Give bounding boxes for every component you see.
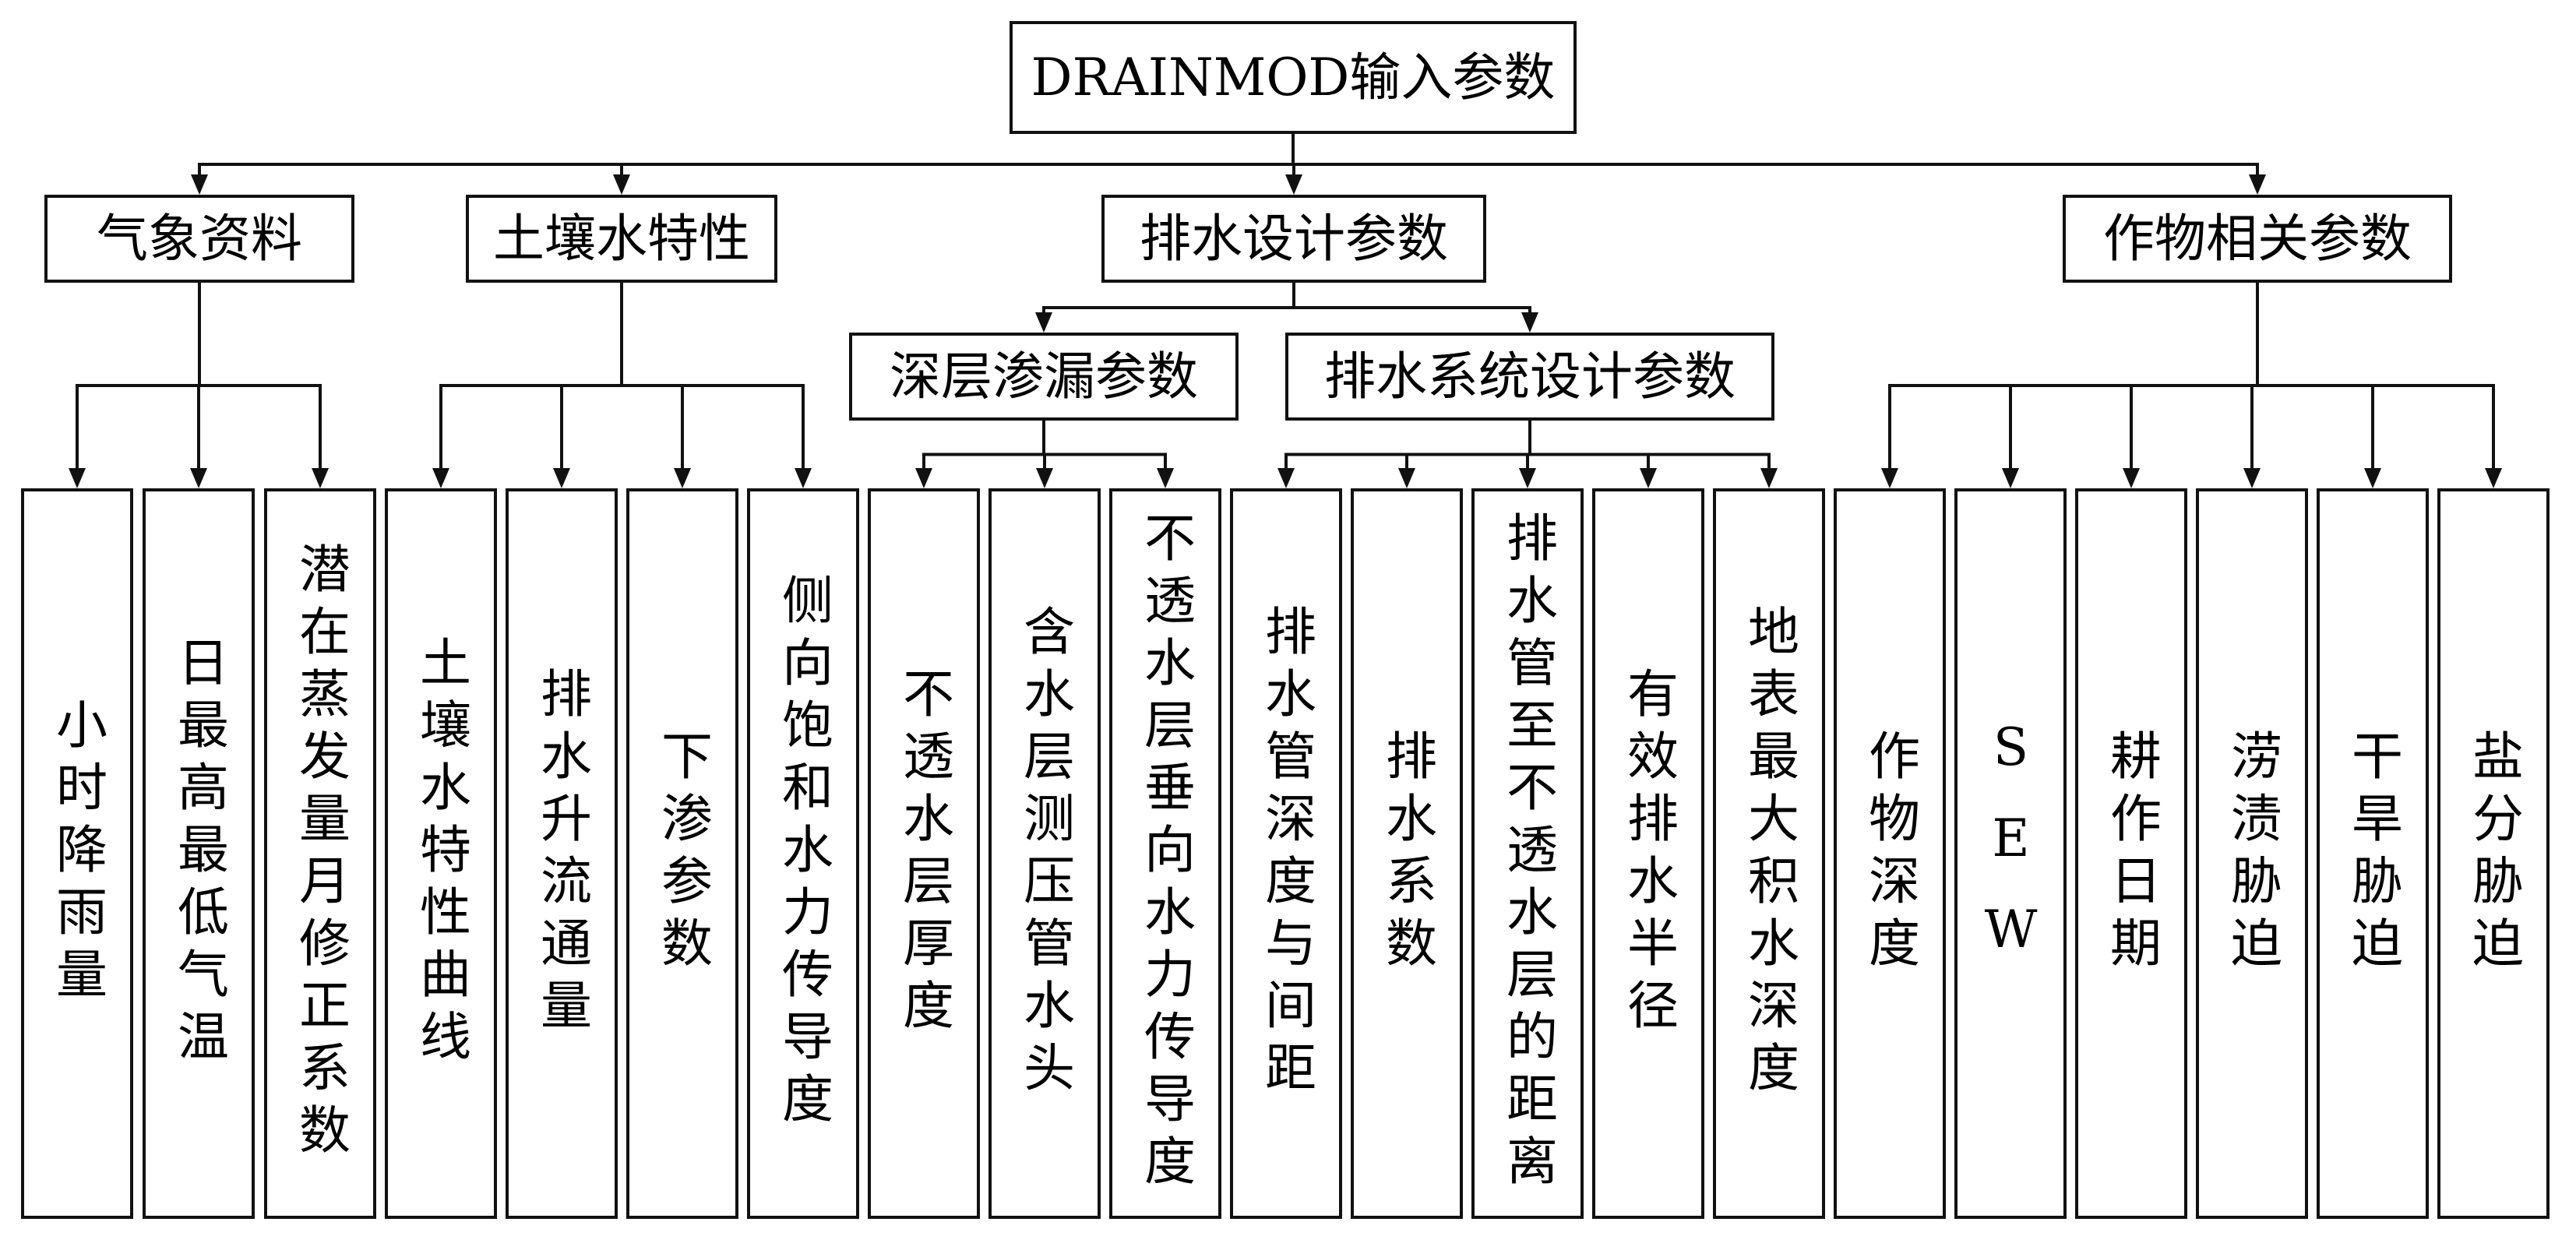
arrowhead	[674, 468, 691, 488]
arrowhead	[1881, 468, 1898, 488]
param-pet-monthly-correction: 潜在蒸发量月修正系数	[264, 488, 376, 1219]
arrowhead	[1277, 468, 1295, 488]
param-sew: SEW	[1954, 488, 2067, 1219]
arrowhead	[190, 468, 207, 488]
param-salinity-stress: 盐分胁迫	[2437, 488, 2550, 1219]
arrowhead	[1519, 468, 1536, 488]
arrowhead	[1157, 468, 1174, 488]
arrowhead	[613, 174, 630, 195]
category-drainage-design-params: 排水设计参数	[1101, 195, 1486, 283]
arrowhead	[191, 174, 208, 195]
param-waterlogging-stress: 涝渍胁迫	[2196, 488, 2308, 1219]
param-drainage-coefficient: 排水系数	[1351, 488, 1463, 1219]
param-lateral-saturated-conductivity: 侧向饱和水力传导度	[747, 488, 859, 1219]
param-infiltration: 下渗参数	[626, 488, 738, 1219]
arrowhead	[312, 468, 329, 488]
arrowhead	[2485, 468, 2502, 488]
category-crop-params: 作物相关参数	[2063, 195, 2452, 283]
subgroup-deep-seepage-params: 深层渗漏参数	[849, 333, 1239, 421]
root-node: DRAINMOD输入参数	[1010, 21, 1577, 134]
category-meteorological-data: 气象资料	[44, 195, 354, 283]
arrowhead	[2002, 468, 2019, 488]
arrowhead	[2123, 468, 2140, 488]
param-effective-drain-radius: 有效排水半径	[1592, 488, 1704, 1219]
arrowhead	[2364, 468, 2381, 488]
arrowhead	[915, 468, 932, 488]
arrowhead	[1640, 468, 1657, 488]
param-drain-depth-spacing: 排水管深度与间距	[1230, 488, 1342, 1219]
param-drought-stress: 干旱胁迫	[2317, 488, 2429, 1219]
arrowhead	[1398, 468, 1415, 488]
param-upward-flux: 排水升流通量	[506, 488, 618, 1219]
arrowhead	[69, 468, 86, 488]
param-crop-depth: 作物深度	[1834, 488, 1946, 1219]
arrowhead	[1521, 312, 1538, 333]
arrowhead	[2243, 468, 2261, 488]
param-impermeable-vertical-conductivity: 不透水层垂向水力传导度	[1109, 488, 1221, 1219]
arrowhead	[795, 468, 812, 488]
param-planting-date: 耕作日期	[2075, 488, 2187, 1219]
param-hourly-rainfall: 小时降雨量	[21, 488, 133, 1219]
subgroup-drainage-system-design-params: 排水系统设计参数	[1285, 333, 1774, 421]
category-soil-water-properties: 土壤水特性	[466, 195, 777, 283]
param-aquifer-piezometric-head: 含水层测压管水头	[988, 488, 1101, 1219]
arrowhead	[1760, 468, 1778, 488]
param-daily-max-min-temperature: 日最高最低气温	[143, 488, 255, 1219]
param-drain-to-impermeable-distance: 排水管至不透水层的距离	[1471, 488, 1584, 1219]
arrowhead	[432, 468, 449, 488]
arrowhead	[1285, 174, 1302, 195]
arrowhead	[2249, 174, 2266, 195]
arrowhead	[1035, 312, 1052, 333]
arrowhead	[1036, 468, 1053, 488]
param-impermeable-layer-thickness: 不透水层厚度	[868, 488, 980, 1219]
param-max-surface-storage: 地表最大积水深度	[1713, 488, 1825, 1219]
arrowhead	[553, 468, 570, 488]
param-soil-water-characteristic-curve: 土壤水特性曲线	[385, 488, 497, 1219]
